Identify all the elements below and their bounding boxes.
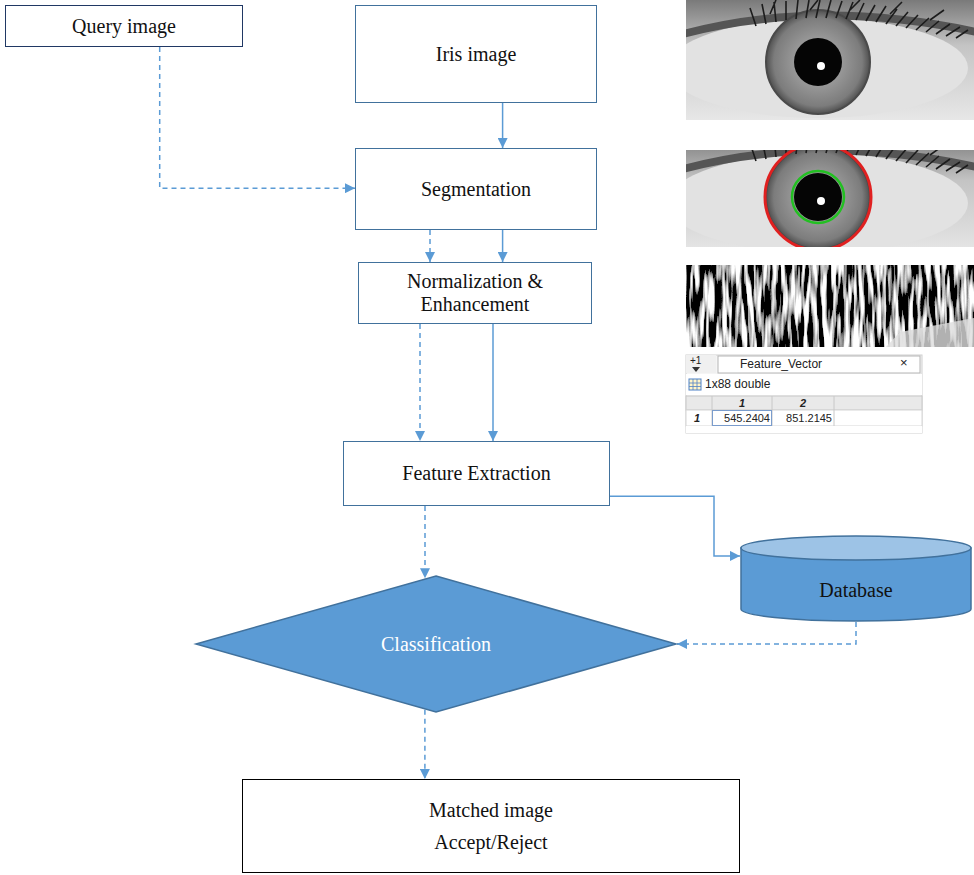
node-text: Classification — [381, 633, 491, 656]
query-flow-arrow — [424, 506, 426, 578]
table-cell: 1 — [694, 412, 700, 424]
node-text: Normalization & Enhancement — [390, 270, 560, 316]
query-flow-arrow — [677, 622, 856, 644]
tab-label: +1 — [690, 355, 701, 366]
process-box: Feature Extraction — [343, 441, 610, 506]
table-cell: 1 — [739, 397, 745, 409]
variable-size: 1x88 double — [705, 378, 770, 391]
result-box: Matched image Accept/Reject — [242, 779, 740, 873]
node-text: Feature Extraction — [402, 462, 550, 485]
node-text: Segmentation — [421, 178, 531, 201]
table-cell: 545.2404 — [724, 412, 770, 424]
cylinder-outline — [740, 535, 972, 622]
tab-label: × — [900, 356, 908, 370]
table-cell: 2 — [800, 397, 806, 409]
tab-label: Feature_Vector — [740, 358, 822, 371]
node-text: Query image — [72, 15, 176, 38]
enrol-flow-arrow — [610, 496, 740, 556]
decision-diamond: Classification — [195, 575, 677, 713]
query-flow-arrow — [429, 230, 431, 262]
table-cell: 851.2145 — [786, 412, 832, 424]
input-box: Query image — [5, 5, 243, 47]
node-text: Database — [819, 579, 892, 602]
enrol-flow-arrow — [502, 103, 504, 148]
process-box: Iris image — [355, 5, 597, 103]
process-box: Segmentation — [355, 148, 597, 230]
process-box: Normalization & Enhancement — [358, 262, 592, 324]
node-text: Iris image — [436, 43, 517, 66]
query-flow-arrow — [160, 47, 355, 188]
enrol-flow-arrow — [502, 230, 504, 262]
node-text: Matched image Accept/Reject — [411, 794, 571, 858]
enrol-flow-arrow — [492, 324, 494, 441]
query-flow-arrow — [419, 324, 421, 441]
database-cylinder: Database — [740, 535, 972, 622]
query-flow-arrow — [424, 710, 426, 779]
